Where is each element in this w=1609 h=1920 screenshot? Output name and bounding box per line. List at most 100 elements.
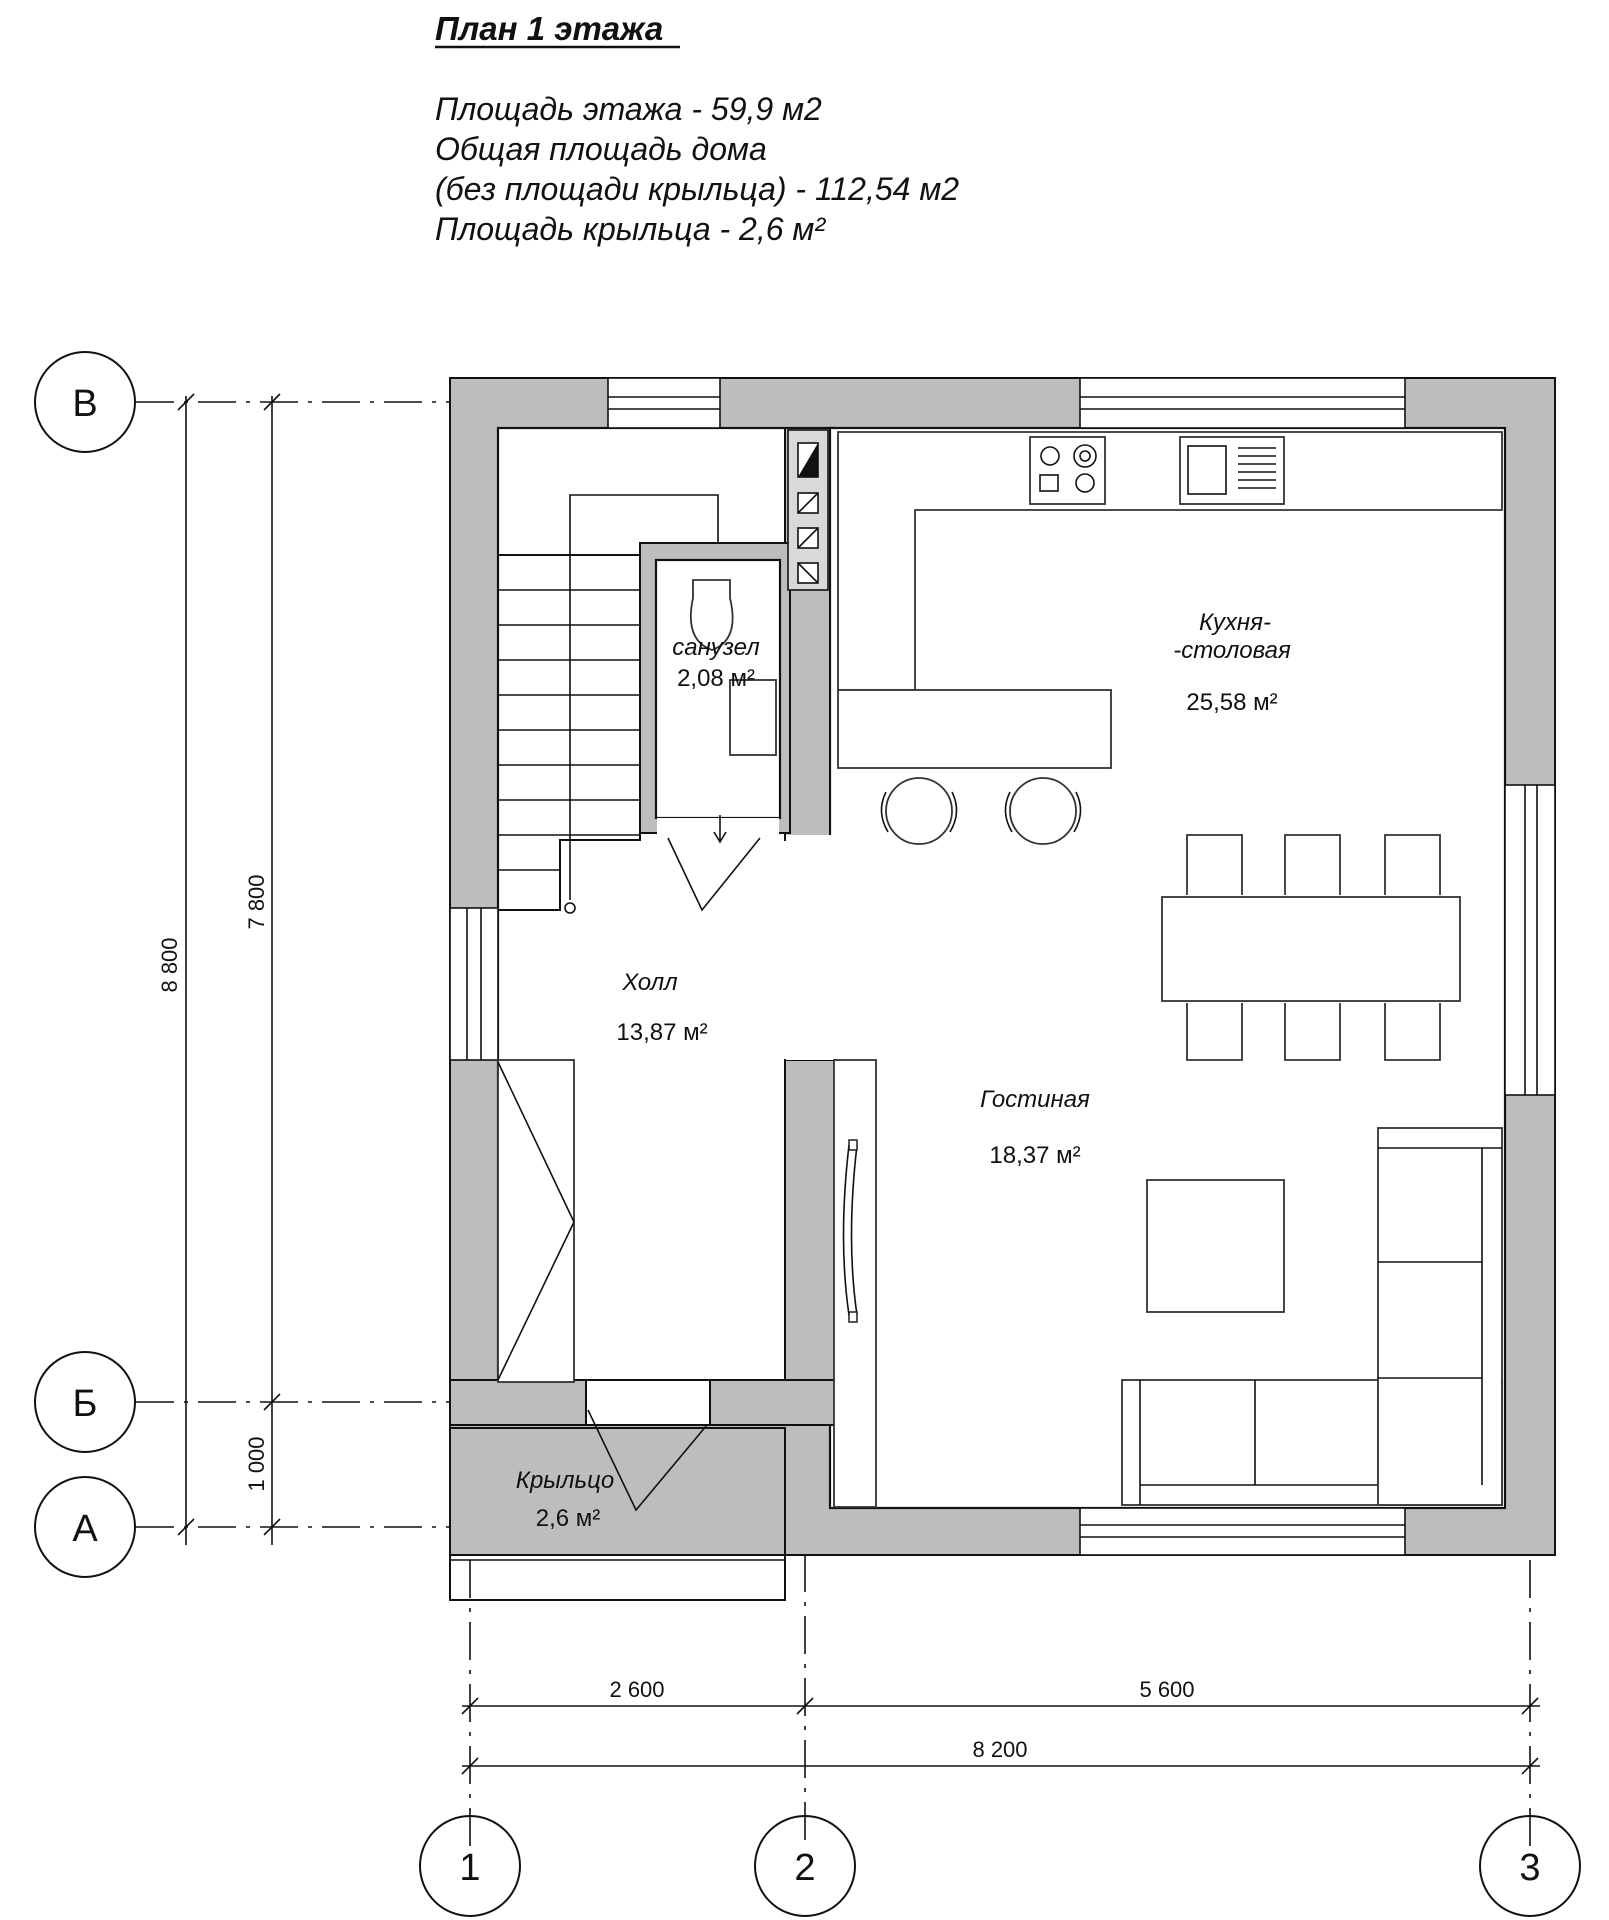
hall-closet [497, 1059, 575, 1383]
axis-label-1: 1 [459, 1847, 480, 1889]
axis-label-b: Б [73, 1383, 98, 1425]
sink-bowl [1187, 445, 1227, 495]
bathroom-door-opening [657, 818, 779, 834]
axis-bubble-1 [419, 1815, 521, 1917]
dim-tick [177, 393, 195, 411]
dim-tick [461, 1757, 479, 1775]
bar-stool-back [1073, 791, 1082, 833]
dining-chair [1186, 834, 1243, 895]
entry-door-opening [586, 1381, 710, 1424]
dim-tick [263, 393, 281, 411]
burner [1039, 474, 1059, 492]
porch-area-line: Площадь крыльца - 2,6 м² [435, 211, 826, 247]
vent-channel-mark [797, 492, 819, 514]
sink-drainboard [1238, 447, 1276, 489]
dining-chair [1284, 834, 1341, 895]
entry-door-swing [587, 1409, 708, 1512]
axis-label-3: 3 [1519, 1847, 1540, 1889]
dim-tick [263, 1518, 281, 1536]
cooktop [1029, 436, 1106, 505]
dim-label-horizontal-right: 5 600 [1139, 1677, 1194, 1702]
bathroom-name: санузел [672, 634, 760, 661]
staircase [498, 494, 719, 914]
dining-chair [1384, 834, 1441, 895]
bathroom-door-arrow-head [713, 831, 727, 844]
burner [1075, 473, 1095, 493]
axis-bubble-a [34, 1476, 136, 1578]
axis-bubble-b [34, 1351, 136, 1453]
dining-side-window [1504, 784, 1556, 1096]
vent-shafts [787, 429, 829, 591]
dim-label-vertical-total: 8 800 [157, 937, 182, 992]
kitchen-name-line1: Кухня- [1199, 609, 1271, 636]
dim-tick [263, 1393, 281, 1411]
dining-table [1161, 896, 1461, 1002]
total-area-note-line: (без площади крыльца) - 112,54 м2 [435, 171, 959, 207]
dim-tick [1521, 1757, 1539, 1775]
dimension-lines: 8 800 7 800 1 000 2 600 5 600 8 200 [157, 393, 1540, 1775]
burner [1040, 446, 1060, 466]
bar-stool-back [1004, 791, 1013, 833]
dim-label-horizontal-total: 8 200 [972, 1737, 1027, 1762]
bathroom-area: 2,08 м² [677, 665, 755, 692]
stair-run-line [569, 494, 719, 900]
living-wardrobe [833, 1059, 877, 1508]
dim-label-vertical-upper: 7 800 [244, 874, 269, 929]
axis-bubbles: В Б А 1 2 3 [34, 351, 1581, 1917]
burner [1073, 444, 1097, 468]
dining-chair [1284, 1003, 1341, 1061]
stair-top-window [607, 377, 721, 429]
living-area: 18,37 м² [989, 1142, 1080, 1169]
dim-tick [796, 1697, 814, 1715]
dim-label-horizontal-left: 2 600 [609, 1677, 664, 1702]
wardrobe-handle [842, 1144, 850, 1316]
wardrobe-handle-cap [848, 1311, 858, 1323]
plan-header: План 1 этажа Площадь этажа - 59,9 м2 Общ… [435, 10, 959, 247]
sofa-side [1377, 1127, 1503, 1506]
dim-tick [461, 1697, 479, 1715]
axis-bubble-v [34, 351, 136, 453]
axis-bubble-2 [754, 1815, 856, 1917]
stair-outline [498, 554, 641, 911]
living-name: Гостиная [980, 1086, 1090, 1113]
kitchen-top-window [1079, 377, 1406, 429]
porch-area: 2,6 м² [536, 1505, 601, 1532]
dim-label-vertical-lower: 1 000 [244, 1436, 269, 1491]
axis-label-2: 2 [794, 1847, 815, 1889]
room-labels: Кухня- -столовая 25,58 м² санузел 2,08 м… [516, 609, 1291, 1532]
bar-stool-back [880, 791, 889, 833]
vent-channel-mark [797, 527, 819, 549]
plan-title: План 1 этажа [435, 10, 663, 47]
hall-window [449, 907, 499, 1061]
toilet [689, 579, 734, 651]
dining-chair [1384, 1003, 1441, 1061]
bar-stool [885, 777, 953, 845]
hall-name: Холл [621, 969, 678, 996]
kitchen-area: 25,58 м² [1186, 689, 1277, 716]
coffee-table [1146, 1179, 1285, 1313]
living-furniture [833, 1059, 1503, 1508]
vent-channel-mark [797, 562, 819, 584]
hall-area: 13,87 м² [616, 1019, 707, 1046]
wardrobe-handle-cap [848, 1139, 858, 1151]
floor-area-line: Площадь этажа - 59,9 м2 [435, 91, 822, 127]
wardrobe-handle [850, 1144, 858, 1316]
bathroom-door-swing [667, 837, 761, 912]
kitchen-name-line2: -столовая [1173, 637, 1291, 664]
stair-start-marker [564, 902, 576, 914]
axis-label-a: А [72, 1508, 98, 1550]
porch [449, 1409, 786, 1601]
hall-wardrobe [497, 1059, 575, 1383]
porch-name: Крыльцо [516, 1467, 614, 1494]
living-bottom-window [1079, 1507, 1406, 1556]
porch-slab [449, 1427, 786, 1601]
total-area-line: Общая площадь дома [435, 131, 767, 167]
burner [1079, 450, 1091, 462]
bar-stool [1009, 777, 1077, 845]
dim-tick [177, 1518, 195, 1536]
hall-living-opening [786, 835, 834, 1060]
bar-stool-back [949, 791, 958, 833]
bathroom-fixtures [667, 579, 777, 912]
axis-label-v: В [72, 383, 97, 425]
